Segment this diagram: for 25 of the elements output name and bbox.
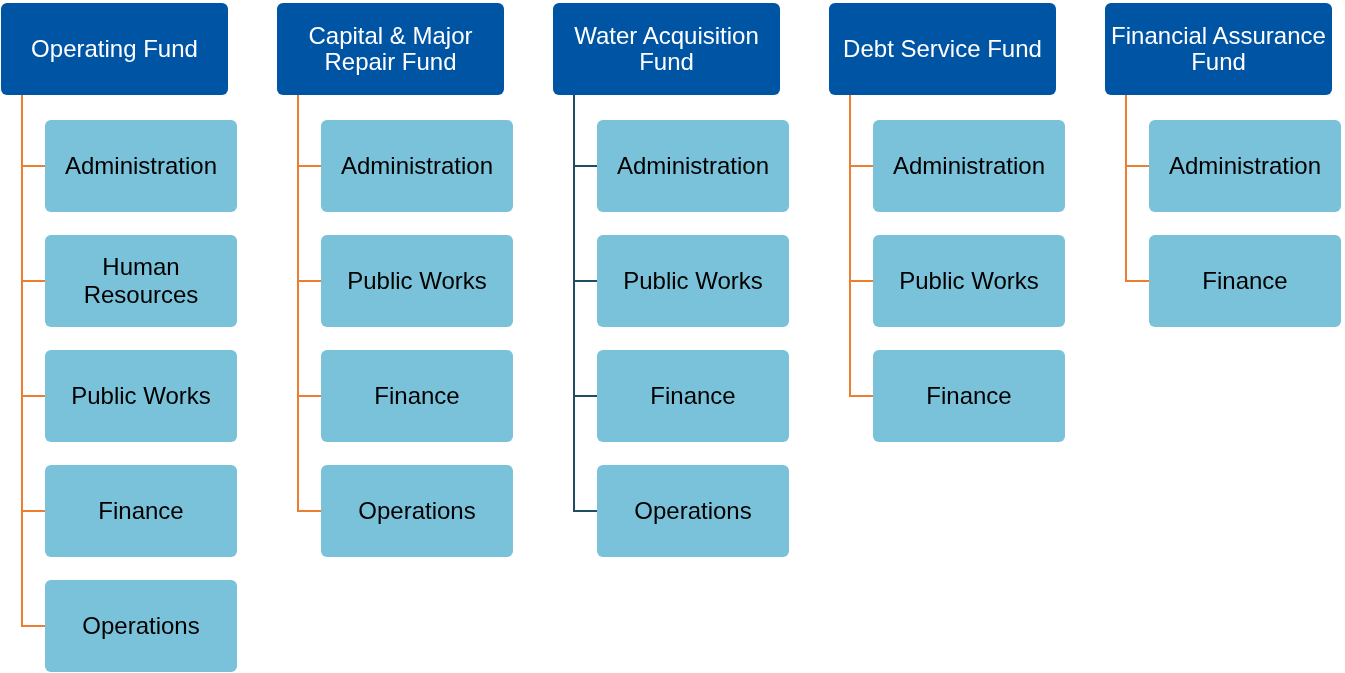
department-box: Public Works (45, 350, 237, 442)
department-box: Administration (1149, 120, 1341, 212)
fund-box: Debt Service Fund (829, 3, 1056, 95)
department-box: Finance (45, 465, 237, 557)
department-box: Public Works (321, 235, 513, 327)
department-box: Public Works (597, 235, 789, 327)
fund-box: Capital & Major Repair Fund (277, 3, 504, 95)
department-box: Finance (873, 350, 1065, 442)
department-box: Public Works (873, 235, 1065, 327)
connector-line (1125, 94, 1150, 282)
fund-box: Financial Assurance Fund (1105, 3, 1332, 95)
department-box: Administration (873, 120, 1065, 212)
department-box: Human Resources (45, 235, 237, 327)
department-box: Finance (597, 350, 789, 442)
department-box: Operations (321, 465, 513, 557)
department-box: Finance (1149, 235, 1341, 327)
department-box: Finance (321, 350, 513, 442)
connector-line (849, 94, 874, 397)
department-box: Operations (597, 465, 789, 557)
fund-box: Operating Fund (1, 3, 228, 95)
department-box: Administration (597, 120, 789, 212)
department-box: Operations (45, 580, 237, 672)
department-box: Administration (45, 120, 237, 212)
department-box: Administration (321, 120, 513, 212)
fund-box: Water Acquisition Fund (553, 3, 780, 95)
